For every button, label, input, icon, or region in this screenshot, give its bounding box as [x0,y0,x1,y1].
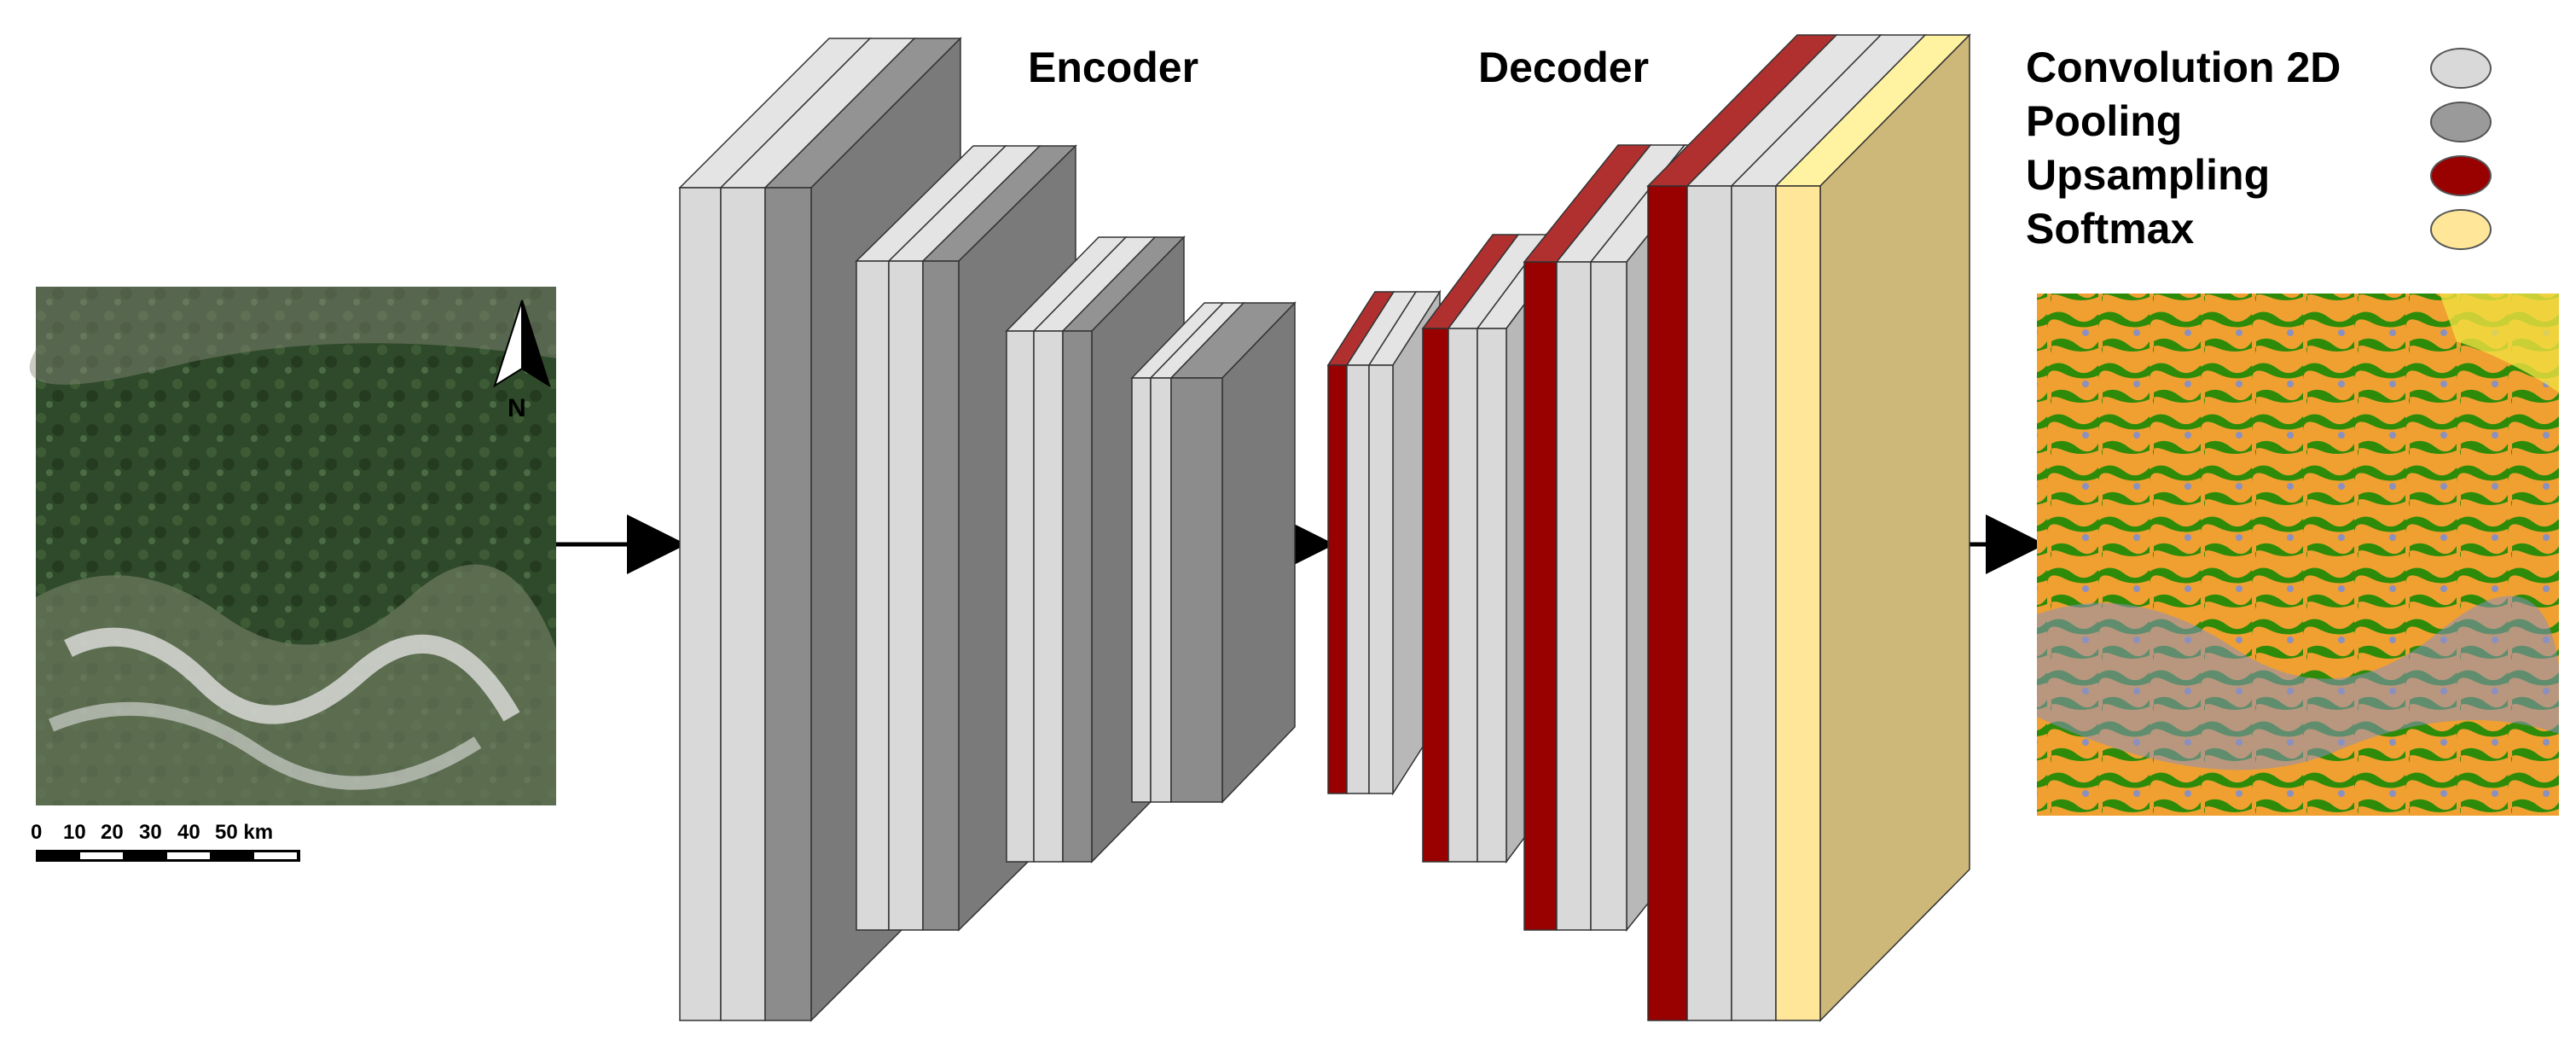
block-6-layer-0-front [1523,261,1558,931]
block-3-layer-1-front [1150,377,1172,803]
block-7-layer-3-front [1775,185,1821,1021]
legend-label-pooling: Pooling [2026,97,2183,145]
encoder-title: Encoder [1028,44,1199,91]
block-2-layer-0-front [1006,330,1035,863]
block-1-layer-0-front [856,260,890,931]
legend-label-convolution: Convolution 2D [2026,44,2341,91]
block-2-layer-2-front [1062,330,1093,863]
layer-blocks [678,33,1971,1022]
output-classification-map [2037,294,2559,816]
block-0-layer-1-front [720,187,766,1021]
legend-swatch-convolution [2430,48,2492,89]
north-label: N [508,394,526,422]
block-1-layer-2-front [922,260,960,931]
block-7-side [1819,33,1970,1022]
block-7-layer-0-front [1647,185,1688,1021]
block-4-layer-0-front [1327,364,1348,794]
legend-label-upsampling: Upsampling [2026,151,2271,199]
scale-tick: 10 [63,821,86,844]
block-5-layer-0-front [1422,328,1449,863]
block-3-side [1221,301,1296,804]
block-4-layer-1-front [1346,364,1370,794]
scale-tick: 30 [139,821,162,844]
block-5-layer-1-front [1448,328,1478,863]
block-0-layer-2-front [764,187,812,1021]
block-3-layer-0-front [1131,377,1152,803]
scale-tick: 20 [101,821,124,844]
block-6-layer-1-front [1556,261,1592,931]
block-1-layer-1-front [888,260,924,931]
scale-bar [36,850,300,862]
block-7-layer-1-front [1686,185,1732,1021]
block-5-layer-2-front [1477,328,1507,863]
legend-swatch-pooling [2430,102,2492,142]
block-0-layer-0-front [679,187,722,1021]
decoder-title: Decoder [1478,44,1650,91]
block-4-layer-2-front [1368,364,1394,794]
north-arrow-icon [493,299,551,388]
input-satellite-image [29,287,556,805]
block-7-layer-2-front [1731,185,1777,1021]
block-6-layer-2-front [1590,261,1627,931]
legend-label-softmax: Softmax [2026,205,2195,253]
block-3-layer-2-front [1170,377,1223,803]
legend-swatch-upsampling [2430,155,2492,196]
scale-tick: 50 km [215,821,274,844]
legend-swatch-softmax [2430,209,2492,250]
scale-tick: 0 [31,821,43,844]
scale-tick: 40 [177,821,200,844]
block-2-layer-1-front [1033,330,1064,863]
